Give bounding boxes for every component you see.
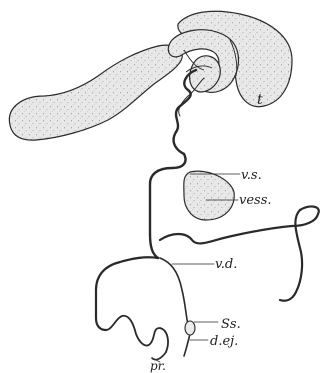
label-vd: v.d.	[215, 258, 237, 271]
central-duct	[150, 234, 158, 258]
vas-deferens	[160, 258, 190, 334]
vesicula	[184, 171, 234, 220]
sperm-sac	[185, 321, 195, 335]
label-vs: v.s.	[241, 169, 262, 182]
inner-loop	[106, 316, 168, 352]
ductus-ejaculatorius	[184, 334, 190, 356]
left-lobe	[9, 45, 182, 140]
vas-deferens-right-2	[280, 210, 302, 301]
label-pr: pr.	[150, 360, 166, 372]
left-loop	[96, 257, 158, 330]
label-vess: vess.	[239, 194, 272, 207]
label-dej: d.ej.	[210, 335, 238, 348]
vas-seminale	[150, 154, 186, 234]
label-t: t	[257, 93, 263, 107]
label-ss: Ss.	[221, 318, 241, 331]
